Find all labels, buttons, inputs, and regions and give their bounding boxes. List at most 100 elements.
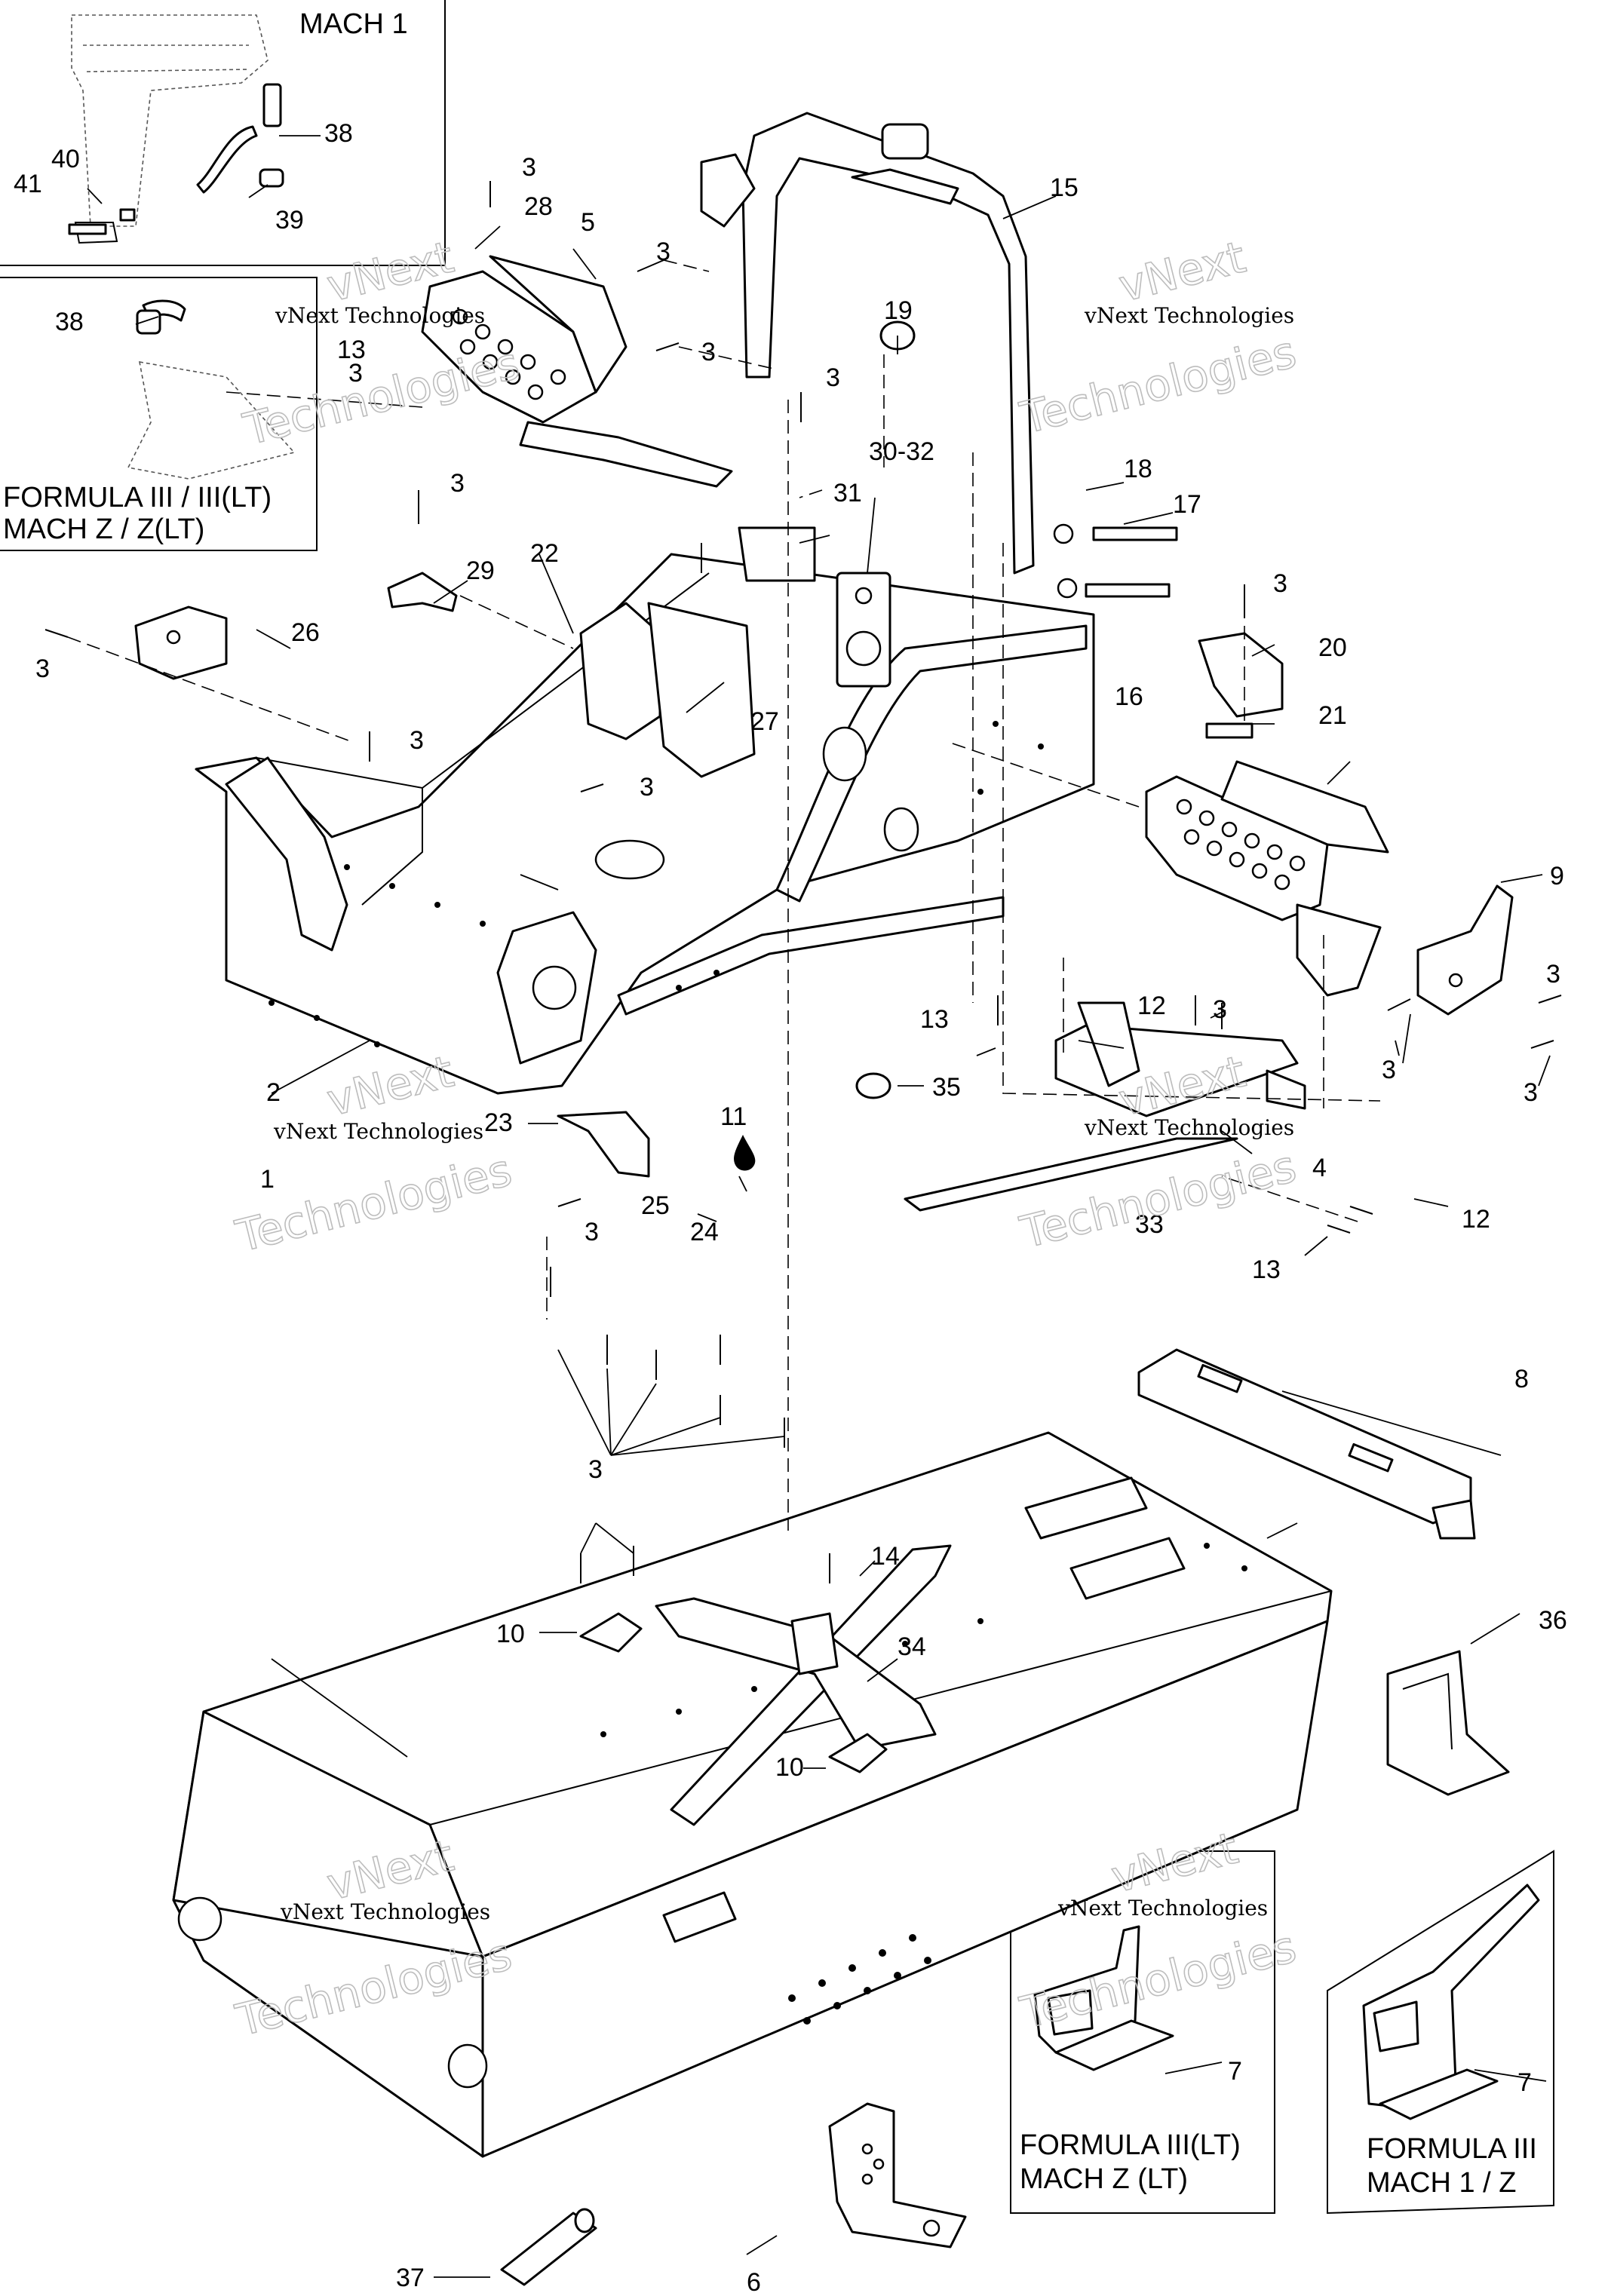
callout-12: 12	[1137, 992, 1166, 1020]
watermark-big-4b: Technologies	[1015, 1140, 1301, 1258]
callout-3-h: 3	[640, 773, 654, 802]
callout-5: 5	[581, 208, 595, 237]
inset-formula-lt: FORMULA III(LT) MACH Z (LT)	[1010, 1850, 1275, 2214]
part-10-bracket-a	[579, 1612, 643, 1653]
box-label-formula-top-2: MACH Z / Z(LT)	[3, 513, 204, 545]
part-15-steering-support	[700, 112, 1035, 575]
box-label-formula-lt-2: MACH Z (LT)	[1020, 2163, 1188, 2195]
part-5-footrest-right	[1145, 760, 1389, 997]
callout-14: 14	[871, 1542, 900, 1571]
callout-11: 11	[720, 1102, 747, 1131]
callout-38-top: 38	[324, 119, 353, 148]
box-label-formula-lt-1: FORMULA III(LT)	[1020, 2129, 1241, 2161]
callout-24: 24	[690, 1218, 719, 1246]
watermark-text-3: vNext Technologies	[273, 1119, 483, 1144]
rivet-group	[44, 181, 1562, 1583]
part-29-bracket	[387, 572, 458, 612]
part-34-bracket	[655, 1597, 937, 1751]
callout-3-j: 3	[1213, 995, 1227, 1024]
part-23-hinge	[557, 1111, 650, 1178]
part-20-21-bracket	[1198, 632, 1284, 739]
part-36-bracket	[1386, 1650, 1510, 1796]
watermark-big-3a: vNext	[322, 1046, 459, 1127]
callout-3-k: 3	[1382, 1056, 1396, 1084]
callout-30-32: 30-32	[869, 437, 934, 466]
callout-34: 34	[898, 1632, 926, 1661]
callout-13-top: 13	[337, 336, 366, 364]
part-6-bracket	[828, 2102, 967, 2248]
watermark-text-4: vNext Technologies	[1084, 1115, 1294, 1140]
callout-10: 10	[496, 1620, 525, 1648]
callout-16: 16	[1115, 682, 1143, 711]
callout-31: 31	[833, 479, 862, 507]
callout-3-f: 3	[35, 654, 50, 683]
inset-mach1: MACH 1	[0, 0, 446, 266]
callout-3-c: 3	[701, 338, 716, 366]
callout-36: 36	[1539, 1606, 1567, 1635]
part-35-grommet	[855, 1072, 891, 1099]
part-9-bracket	[1416, 884, 1514, 1016]
part-5-footrest-left	[421, 255, 733, 488]
callout-13: 13	[920, 1005, 949, 1034]
callout-25: 25	[641, 1191, 670, 1220]
watermark-text-6: vNext Technologies	[1057, 1896, 1268, 1920]
callout-28: 28	[524, 192, 553, 221]
part-33-tunnel-strip	[904, 1137, 1238, 1212]
callout-3-i: 3	[1273, 569, 1287, 598]
box-label-mach1: MACH 1	[299, 8, 408, 40]
leader-lines	[87, 135, 1551, 2278]
callout-33: 33	[1135, 1210, 1164, 1239]
watermark-big-6b: Technologies	[1015, 1920, 1301, 2038]
callout-3-e: 3	[450, 469, 465, 498]
callout-6: 6	[747, 2268, 761, 2296]
callout-1: 1	[260, 1165, 275, 1194]
box-label-formula-std-1: FORMULA III	[1367, 2133, 1537, 2165]
watermark-big-1b: Technologies	[238, 337, 524, 455]
part-2-front-frame	[195, 526, 1095, 1095]
callout-7-b: 7	[1517, 2068, 1532, 2097]
inset-formula-std: FORMULA III MACH 1 / Z	[1327, 1850, 1554, 2215]
callout-20: 20	[1318, 633, 1347, 662]
watermark-text-5: vNext Technologies	[280, 1899, 490, 1924]
part-8-plate	[1137, 1348, 1476, 1540]
callout-39: 39	[275, 206, 304, 235]
part-1-tunnel	[172, 1431, 1333, 2158]
callout-23: 23	[484, 1108, 513, 1137]
callout-8: 8	[1514, 1365, 1529, 1393]
callout-3-l: 3	[1546, 960, 1560, 989]
callout-10-b: 10	[775, 1753, 804, 1782]
callout-9: 9	[1550, 862, 1564, 891]
callout-3: 3	[522, 153, 536, 182]
callout-13-b: 13	[1252, 1255, 1281, 1284]
callout-3-topleft: 3	[348, 359, 363, 388]
callout-37: 37	[396, 2264, 425, 2292]
callout-29: 29	[466, 556, 495, 585]
inset-formula-top: FORMULA III / III(LT) MACH Z / Z(LT)	[0, 277, 318, 551]
callout-17: 17	[1173, 490, 1201, 519]
watermark-text-1: vNext Technologies	[275, 303, 485, 328]
callout-labels: 1 2 3 4 5 6 7 8 9 10 11 12 13 14 15 16 1…	[14, 119, 1567, 2296]
callout-21: 21	[1318, 701, 1347, 730]
callout-3-d: 3	[826, 363, 840, 392]
callout-4: 4	[1312, 1154, 1327, 1182]
callout-27: 27	[750, 707, 779, 736]
callout-2: 2	[266, 1078, 281, 1107]
assembly-lines	[67, 259, 1381, 1531]
callout-18: 18	[1124, 455, 1152, 483]
part-37-pin	[500, 2208, 597, 2286]
part-10-bracket-b	[828, 1733, 888, 1773]
callout-40: 40	[51, 145, 80, 173]
callout-3-g: 3	[410, 726, 424, 755]
box-label-formula-std-2: MACH 1 / Z	[1367, 2167, 1516, 2199]
watermark-big-2b: Technologies	[1015, 326, 1301, 443]
callout-26: 26	[291, 618, 320, 647]
watermark-big-2a: vNext	[1114, 231, 1250, 312]
part-17-18-bolts	[1053, 523, 1178, 599]
lubricant-drop-icon	[734, 1135, 756, 1171]
callout-15: 15	[1050, 173, 1079, 202]
callout-3-o: 3	[588, 1455, 603, 1484]
watermark-big-3b: Technologies	[231, 1144, 517, 1261]
callout-38-inset: 38	[55, 308, 84, 336]
callout-12-b: 12	[1462, 1205, 1490, 1234]
